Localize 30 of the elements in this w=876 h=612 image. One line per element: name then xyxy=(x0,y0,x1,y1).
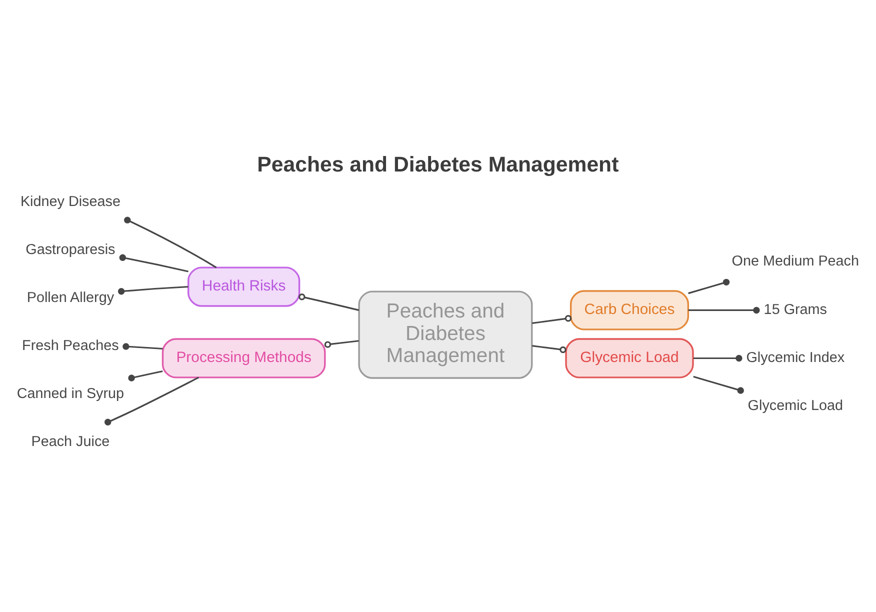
node-text: Glycemic Index xyxy=(746,349,845,366)
connector xyxy=(532,314,572,324)
node-box: Peaches and Diabetes Management xyxy=(358,290,533,378)
connector xyxy=(693,375,744,394)
node-box: Processing Methods xyxy=(162,338,326,378)
node-box: Carb Choices xyxy=(570,290,690,330)
connector xyxy=(532,344,566,353)
node-text: Gastroparesis xyxy=(26,242,116,258)
connector xyxy=(122,342,163,350)
connector xyxy=(124,216,217,268)
node-text: Peach Juice xyxy=(31,434,110,450)
node-text: Canned in Syrup xyxy=(16,386,124,402)
node-text: 15 Grams xyxy=(764,301,827,318)
connector xyxy=(688,278,730,294)
connector xyxy=(128,370,163,381)
node-text: Pollen Allergy xyxy=(26,290,114,306)
connector xyxy=(104,376,200,426)
connector xyxy=(688,306,760,314)
node-text: Glycemic Load xyxy=(748,397,843,414)
node-text: Fresh Peaches xyxy=(22,338,119,354)
connector xyxy=(298,292,360,310)
connector xyxy=(693,354,742,362)
node-text: Kidney Disease xyxy=(20,194,120,210)
diagram-title: Peaches and Diabetes Management xyxy=(257,152,619,176)
node-text: One Medium Peach xyxy=(732,253,859,270)
connector xyxy=(118,285,188,294)
connector xyxy=(119,254,188,272)
node-box: Health Risks xyxy=(188,266,300,306)
connector xyxy=(324,340,359,348)
node-box: Glycemic Load xyxy=(565,338,694,378)
